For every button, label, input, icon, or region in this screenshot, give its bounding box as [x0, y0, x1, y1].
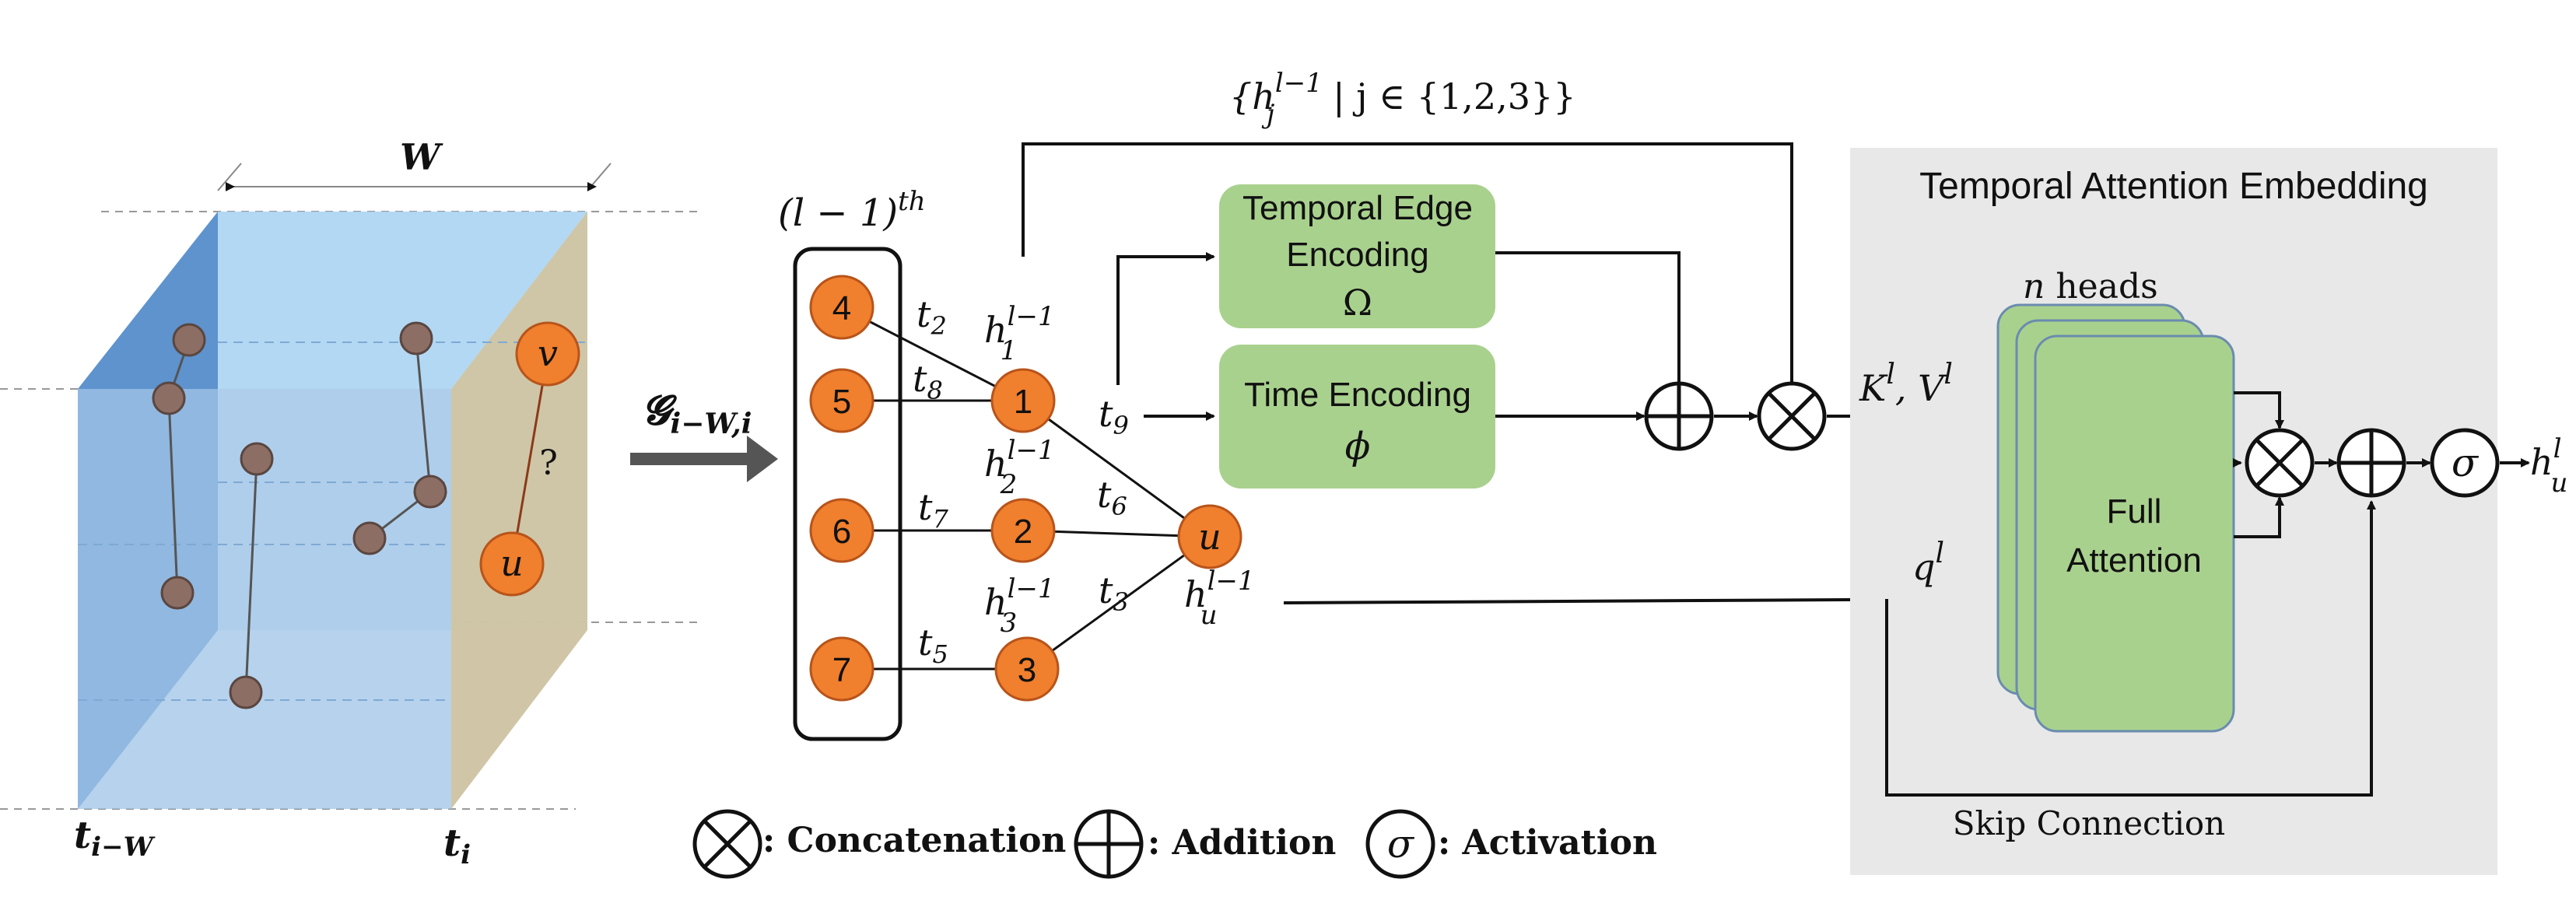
time-label-start: ti−W — [74, 814, 156, 863]
node-7 — [809, 636, 874, 702]
node-5-label: 5 — [832, 383, 851, 421]
cube-node — [240, 442, 274, 476]
edge-time-labels: t2 t8 t7 t5 t9 t6 t3 — [913, 293, 1129, 669]
cube-node — [229, 675, 263, 709]
node-u-label: u — [500, 542, 524, 584]
temporal-edge-line2: Encoding — [1286, 236, 1428, 274]
question-mark: ? — [539, 443, 558, 483]
node-u-target — [1177, 504, 1242, 569]
node-v — [515, 321, 580, 387]
node-7-label: 7 — [832, 651, 851, 689]
edge-label-t7: t7 — [918, 486, 949, 534]
width-label: W — [400, 136, 443, 178]
legend-concat-text: : Concatenation — [762, 821, 1066, 860]
legend-concat-icon — [692, 809, 762, 879]
concatenation-operator — [1757, 381, 1827, 451]
edge-label-t9: t9 — [1099, 393, 1129, 440]
node-3-label: 3 — [1018, 651, 1036, 689]
node-u — [479, 531, 545, 597]
activation-symbol: σ — [2452, 440, 2480, 485]
node-4 — [809, 275, 874, 340]
temporal-edge-encoding-box: Temporal Edge Encoding Ω — [1219, 184, 1495, 328]
cube-node — [152, 381, 186, 415]
attention-output-arrows — [1885, 391, 2530, 797]
legend-add-text: : Addition — [1148, 823, 1336, 863]
legend: : Concatenation : Addition σ : Activatio… — [692, 809, 1657, 879]
full-attention-box — [2034, 334, 2235, 733]
cube-nodes — [152, 321, 447, 709]
edge-label-t8: t8 — [913, 358, 943, 405]
cube-node — [172, 323, 206, 357]
middle-graph-edges — [841, 306, 1211, 671]
cube-front-face — [78, 389, 451, 809]
attention-concatenation-operator — [2245, 428, 2315, 498]
skip-connection-label: Skip Connection — [1953, 804, 2225, 842]
node-2 — [990, 498, 1056, 563]
legend-activation-text: : Activation — [1438, 823, 1657, 863]
middle-graph-nodes: 4 5 6 7 1 2 3 u — [809, 275, 1242, 702]
activation-operator: σ — [2430, 428, 2500, 498]
legend-sigma-icon: σ — [1365, 809, 1435, 879]
node-2-label: 2 — [1014, 513, 1032, 551]
addition-operator — [1644, 381, 1714, 451]
temporal-window-cube: W v u ? ti−W ti — [0, 136, 700, 870]
node-1 — [990, 368, 1056, 433]
node-v-label: v — [538, 332, 558, 374]
node-1-label: 1 — [1014, 383, 1032, 421]
attention-panel-title: Temporal Attention Embedding — [1919, 166, 2428, 207]
edge-label-t3: t3 — [1099, 569, 1129, 617]
width-indicator — [217, 163, 612, 191]
q-label: ql — [1912, 538, 1944, 588]
legend-add-icon — [1074, 809, 1144, 879]
cube-node — [160, 576, 195, 610]
time-encoding-line1: Time Encoding — [1244, 376, 1471, 414]
time-label-end: ti — [443, 821, 471, 870]
skip-addition-operator — [2336, 428, 2406, 498]
temporal-edge-line1: Temporal Edge — [1242, 189, 1473, 227]
encoding-input-arrows — [1116, 252, 1215, 421]
edge-label-t5: t5 — [918, 622, 948, 669]
legend-sigma-glyph: σ — [1387, 821, 1415, 867]
cube-node — [413, 475, 447, 509]
graph-arrow: 𝓖i−W,i — [630, 387, 778, 482]
kv-label: Kl, Vl — [1859, 359, 1953, 409]
edge-label-t6: t6 — [1097, 474, 1127, 521]
cube-node — [399, 321, 433, 355]
layer-label: (l − 1)th — [778, 186, 926, 235]
node-4-label: 4 — [832, 289, 851, 327]
temporal-edge-symbol: Ω — [1343, 282, 1372, 324]
full-attention-line2: Attention — [2066, 541, 2202, 580]
edge-label-t2: t2 — [916, 293, 947, 341]
node-6 — [809, 498, 874, 563]
cube-node — [352, 521, 387, 555]
graph-label: 𝓖i−W,i — [642, 387, 752, 440]
full-attention-line1: Full — [2107, 492, 2162, 531]
node-6-label: 6 — [832, 513, 851, 551]
time-encoding-box: Time Encoding ϕ — [1219, 345, 1495, 489]
node-3 — [994, 636, 1060, 702]
node-u-target-label: u — [1198, 516, 1221, 558]
node-5 — [809, 368, 874, 433]
time-encoding-symbol: ϕ — [1345, 425, 1371, 468]
heads-label: n heads — [2023, 267, 2158, 306]
previous-layer-box: (l − 1)th — [778, 186, 926, 741]
attention-heads-stack: Full Attention — [1996, 303, 2235, 733]
